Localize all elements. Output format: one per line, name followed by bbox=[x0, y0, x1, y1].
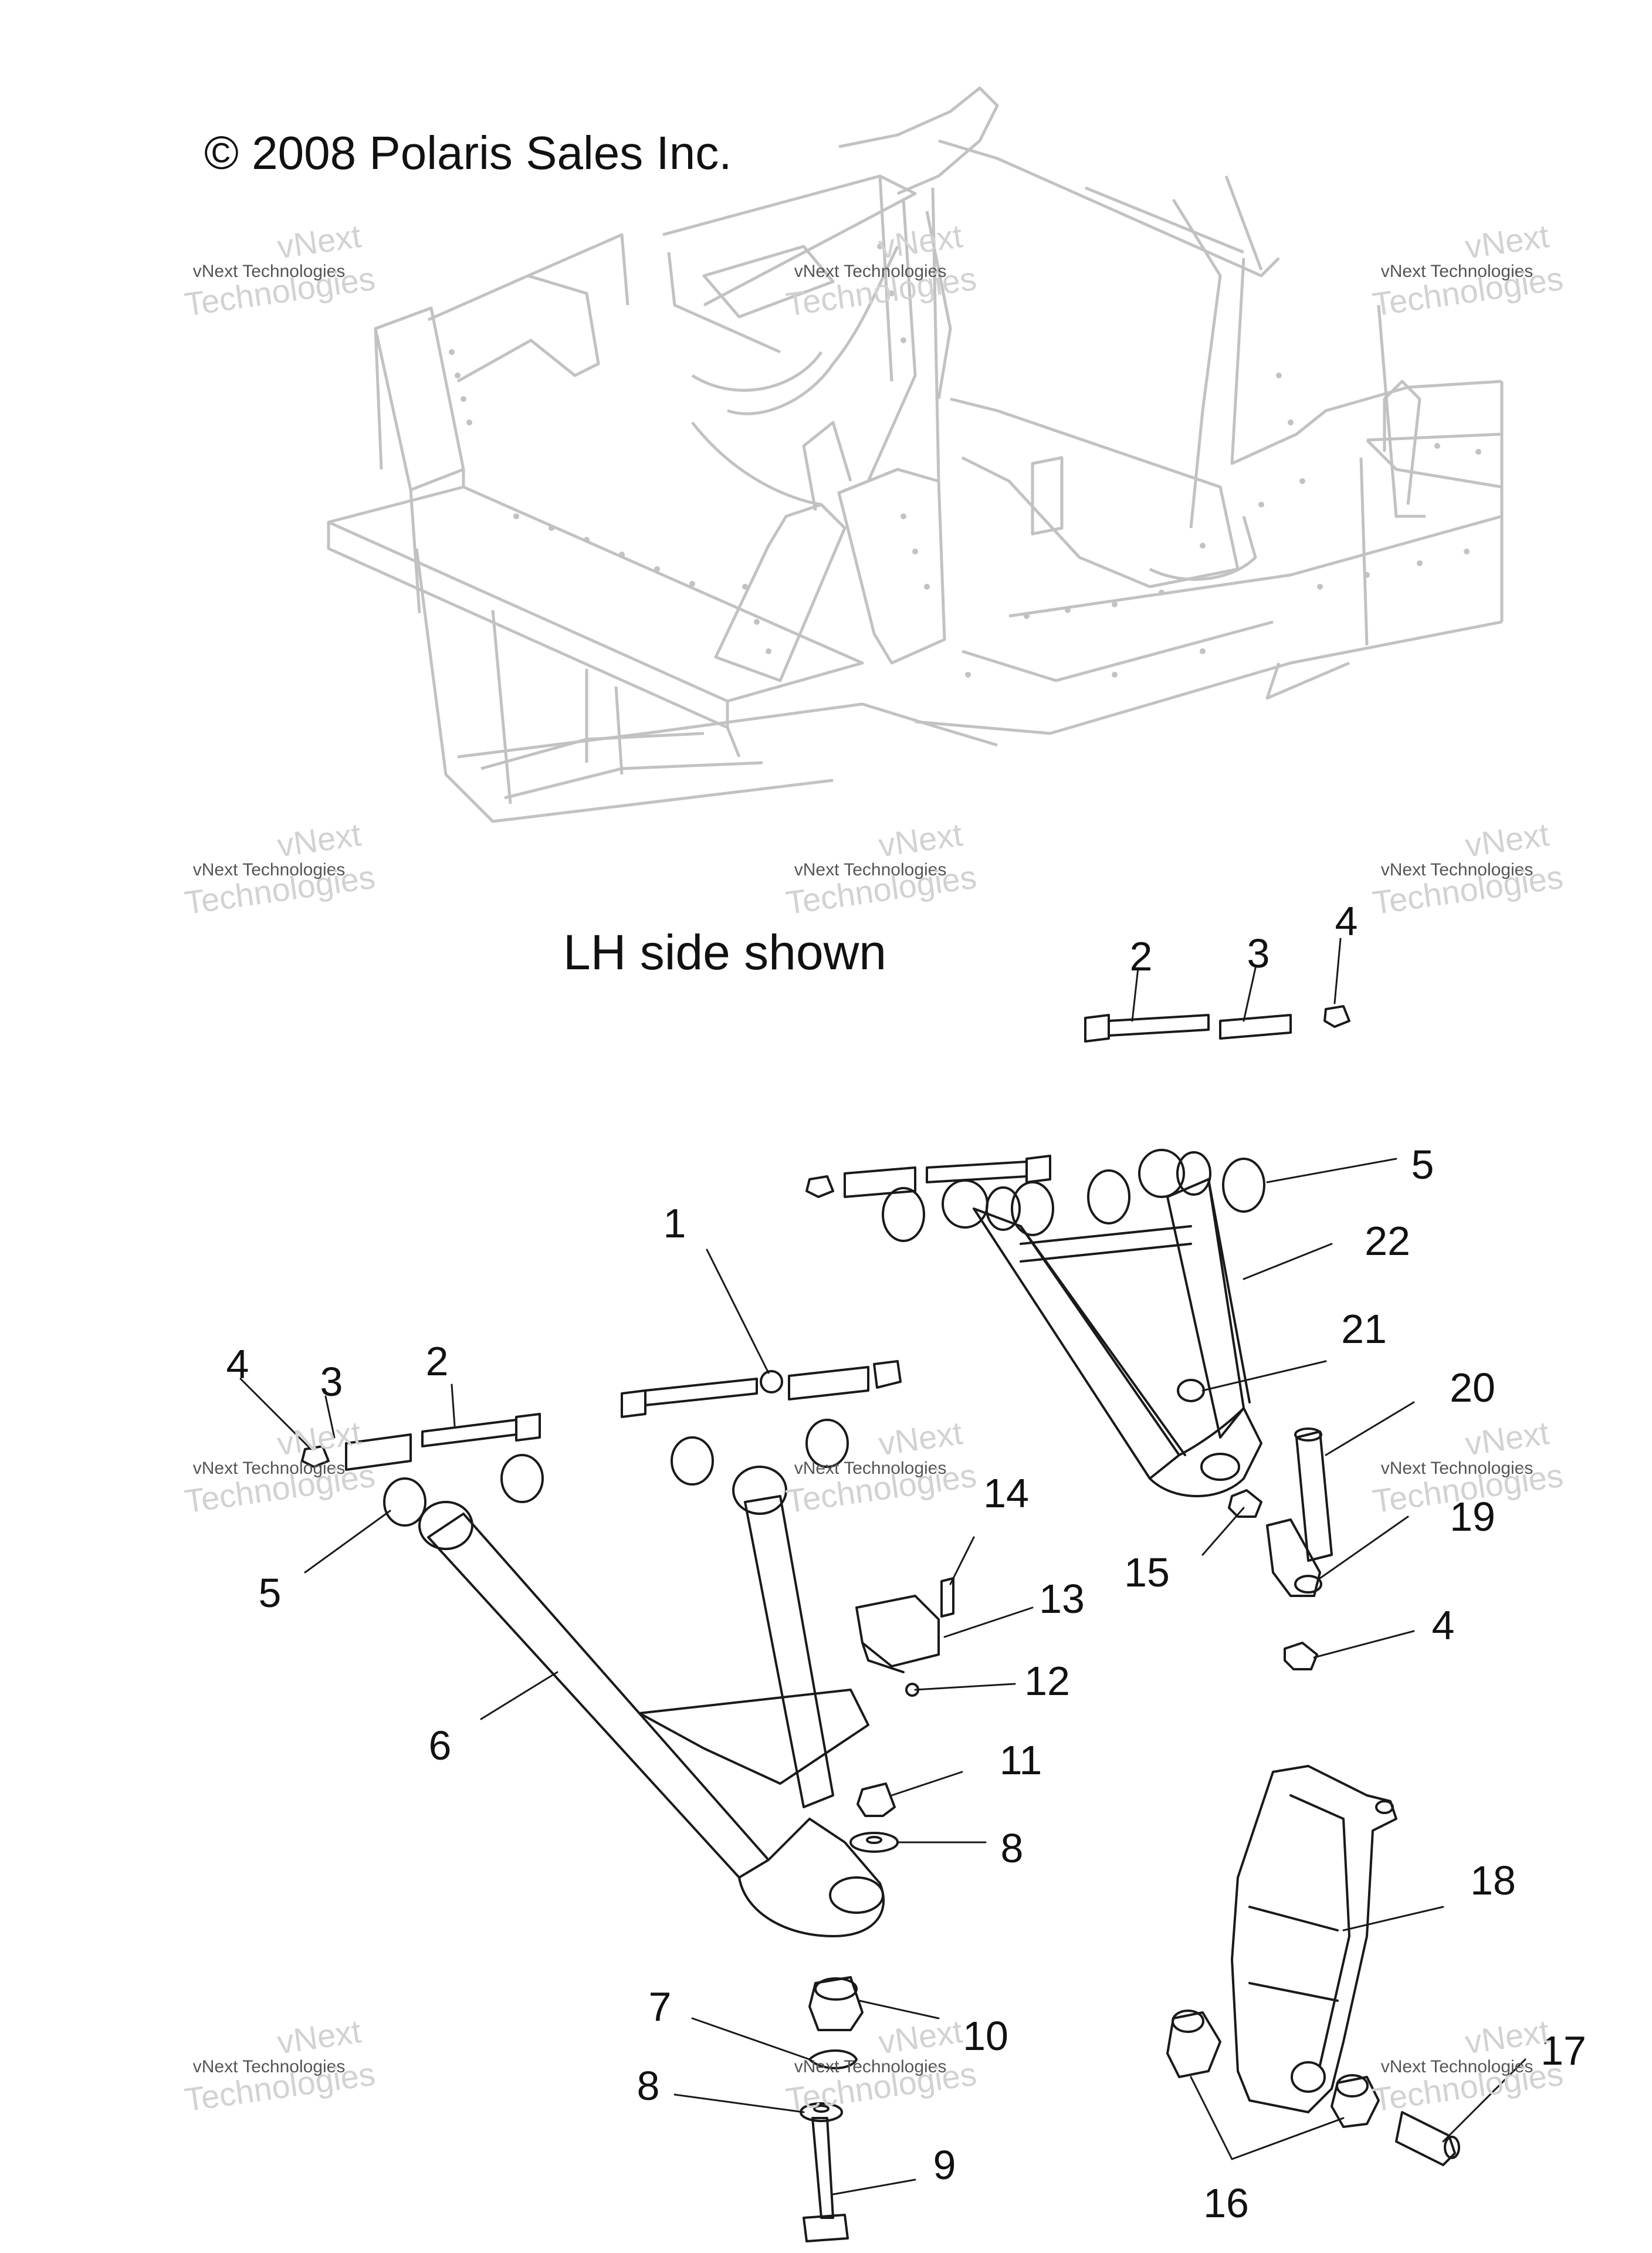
callout-4: 4 bbox=[1335, 898, 1358, 944]
callout-22: 22 bbox=[1365, 1218, 1410, 1264]
callout-18: 18 bbox=[1470, 1858, 1516, 1903]
lower-hardware bbox=[301, 1360, 902, 1527]
callout-20: 20 bbox=[1450, 1365, 1495, 1410]
callout-10: 10 bbox=[963, 2013, 1008, 2059]
lower-a-arm bbox=[418, 1466, 885, 1937]
callout-5: 5 bbox=[258, 1570, 282, 1616]
bracket-hardware bbox=[855, 1577, 954, 1697]
callout-14: 14 bbox=[983, 1470, 1029, 1516]
callout-1: 1 bbox=[663, 1200, 686, 1246]
callout-7: 7 bbox=[648, 1984, 672, 2029]
callout-21: 21 bbox=[1341, 1306, 1387, 1352]
callout-8: 8 bbox=[1000, 1825, 1024, 1871]
callout-2: 2 bbox=[1129, 933, 1153, 979]
callout-4: 4 bbox=[226, 1341, 249, 1387]
callout-13: 13 bbox=[1039, 1576, 1085, 1622]
callout-9: 9 bbox=[933, 2142, 956, 2188]
upper-hardware bbox=[805, 1005, 1350, 1242]
ball-joint-hardware bbox=[800, 1782, 899, 2242]
vehicle-frame bbox=[327, 86, 1504, 823]
callout-12: 12 bbox=[1024, 1658, 1070, 1704]
callout-16: 16 bbox=[1203, 2180, 1249, 2226]
view-note: LH side shown bbox=[563, 925, 886, 980]
callout-11: 11 bbox=[999, 1737, 1042, 1783]
callout-17: 17 bbox=[1541, 2028, 1586, 2073]
spindle bbox=[1166, 1765, 1460, 2166]
callout-19: 19 bbox=[1450, 1494, 1495, 1540]
callout-3: 3 bbox=[1247, 931, 1270, 976]
leader-lines bbox=[239, 938, 1526, 2196]
upper-joint-hardware bbox=[1177, 1379, 1333, 1670]
callout-6: 6 bbox=[428, 1723, 452, 1768]
callout-8: 8 bbox=[637, 2063, 660, 2109]
callout-3: 3 bbox=[320, 1359, 343, 1405]
copyright-text: © 2008 Polaris Sales Inc. bbox=[204, 127, 732, 179]
callout-4: 4 bbox=[1431, 1602, 1455, 1648]
callout-5: 5 bbox=[1411, 1142, 1434, 1188]
callout-15: 15 bbox=[1124, 1550, 1170, 1595]
callout-2: 2 bbox=[425, 1338, 449, 1384]
